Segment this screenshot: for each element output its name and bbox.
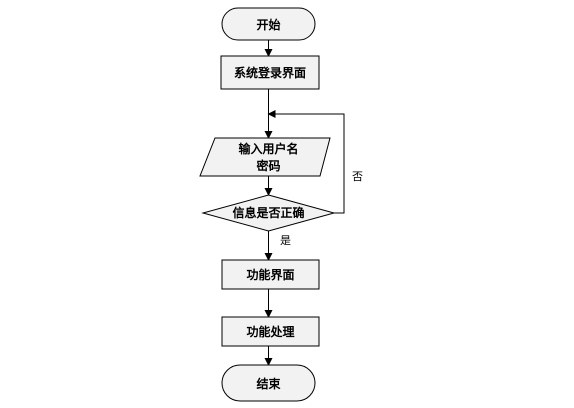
function-process-box <box>221 316 320 347</box>
input-label-line2: 密码 <box>256 158 280 173</box>
function-process-label: 功能处理 <box>246 324 294 339</box>
login-process-box <box>220 55 320 90</box>
end-label: 结束 <box>256 376 281 391</box>
start-label: 开始 <box>256 17 280 32</box>
end-terminator <box>221 364 316 402</box>
decision-label: 信息是否正确 <box>232 205 304 220</box>
function-ui-label: 功能界面 <box>246 267 294 282</box>
input-parallelogram <box>199 137 331 177</box>
function-ui-box <box>221 259 320 290</box>
login-label: 系统登录界面 <box>234 65 306 80</box>
input-label-line1: 输入用户名 <box>238 141 298 156</box>
arrow-no-loop <box>267 110 345 214</box>
yes-label: 是 <box>280 234 291 247</box>
no-label: 否 <box>352 170 363 183</box>
